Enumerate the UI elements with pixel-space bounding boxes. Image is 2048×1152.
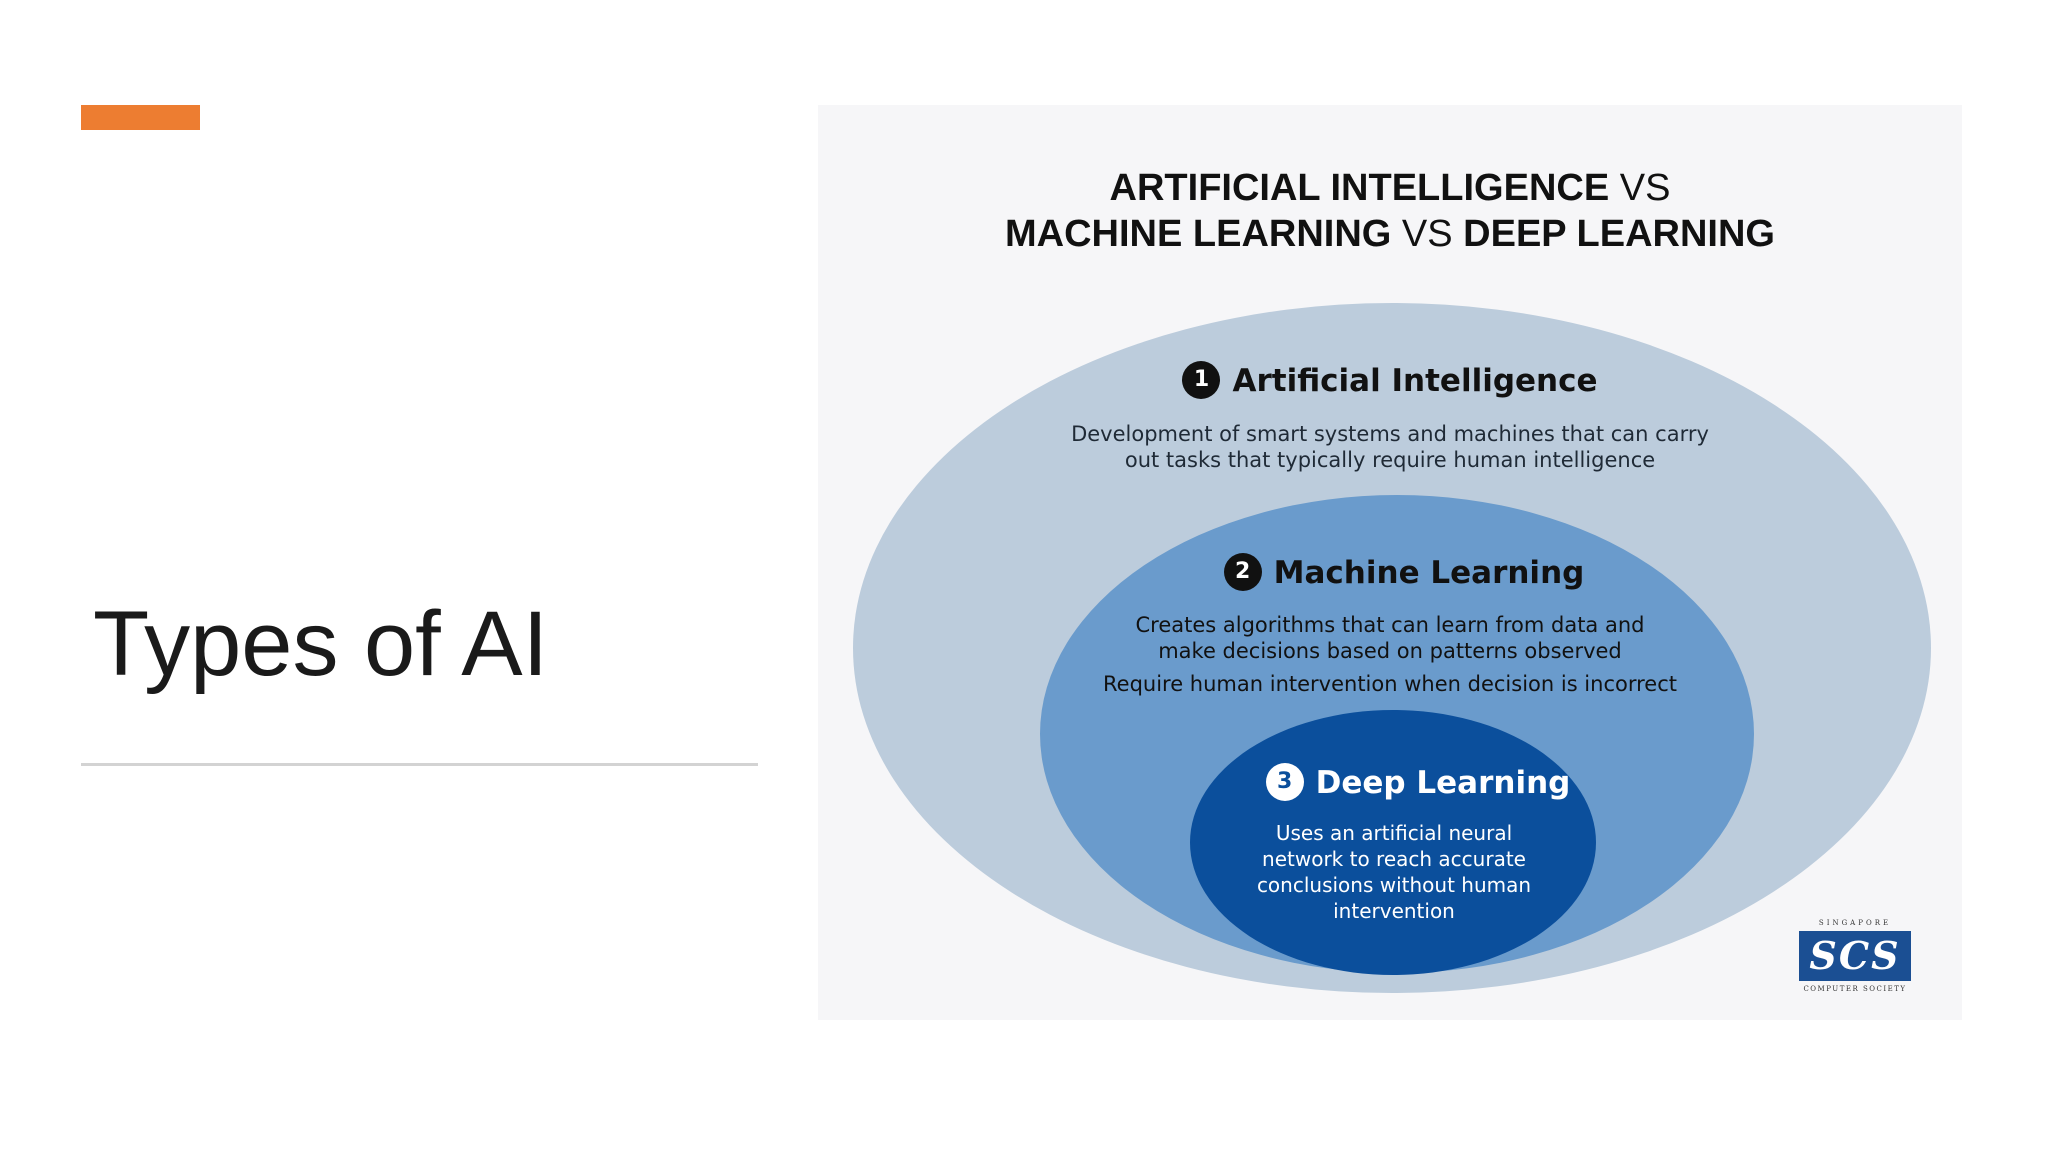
ml-description-2: Require human intervention when decision… [1103, 672, 1677, 696]
ai-title-text: Artificial Intelligence [1232, 363, 1598, 399]
dl-title-text: Deep Learning [1315, 765, 1571, 801]
dl-description: Uses an artificial neural network to rea… [1256, 821, 1532, 923]
diagram-heading-line1: ARTIFICIAL INTELLIGENCE VS [818, 167, 1962, 210]
heading-vs: VS [1401, 213, 1453, 255]
accent-bar [81, 105, 200, 130]
dl-ellipse [1190, 710, 1596, 975]
heading-ml: MACHINE LEARNING [1005, 213, 1392, 255]
heading-dl: DEEP LEARNING [1463, 213, 1775, 255]
diagram-heading-line2: MACHINE LEARNING VS DEEP LEARNING [818, 213, 1962, 256]
title-divider [81, 763, 758, 766]
logo-top-text: SINGAPORE [1818, 919, 1892, 927]
ml-description: Creates algorithms that can learn from d… [1135, 613, 1645, 663]
number-badge-2: 2 [1223, 552, 1262, 591]
logo-bottom-text: COMPUTER SOCIETY [1803, 985, 1907, 993]
number-badge-3: 3 [1265, 762, 1304, 801]
dl-layer-title: 3 Deep Learning [846, 762, 1990, 804]
slide-title: Types of AI [93, 593, 549, 695]
number-badge-1: 1 [1182, 360, 1221, 399]
ai-description: Development of smart systems and machine… [1071, 422, 1709, 472]
ai-layer-title: 1 Artificial Intelligence [818, 360, 1962, 402]
ml-title-text: Machine Learning [1273, 555, 1585, 591]
logo-mark: SCS [1799, 931, 1911, 981]
diagram-panel: ARTIFICIAL INTELLIGENCE VS MACHINE LEARN… [818, 105, 1962, 1020]
ml-layer-title: 2 Machine Learning [832, 552, 1976, 594]
heading-ai: ARTIFICIAL INTELLIGENCE [1109, 167, 1610, 209]
heading-vs: VS [1619, 167, 1671, 209]
scs-logo: SINGAPORE SCS COMPUTER SOCIETY [1790, 917, 1920, 995]
